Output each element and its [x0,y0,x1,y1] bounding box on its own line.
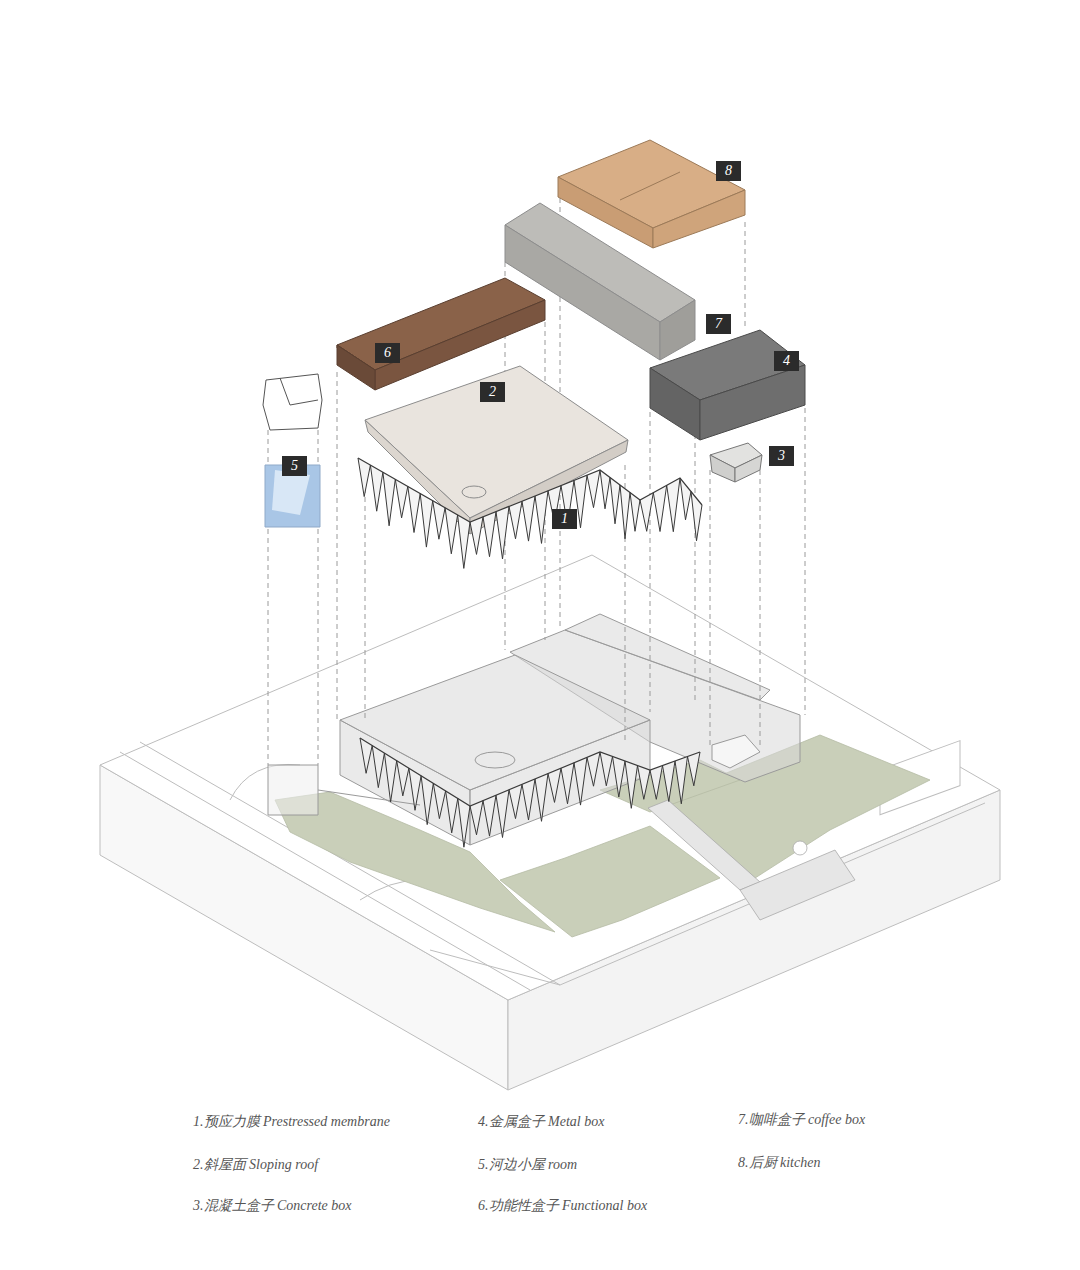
building-ghost-shape [712,735,760,768]
coffee-box-shape [660,300,695,360]
kitchen-box-shape [653,190,745,248]
site-base-shape [430,950,560,985]
dashed-guides-shape [365,470,366,720]
functional-box-shape [337,345,375,390]
key-text: 5.河边小屋 room [478,1156,577,1174]
dashed-guides-shape [745,222,746,330]
room-wireframe-shape [280,378,318,405]
callout-number: 8 [716,161,741,181]
coffee-box-shape [505,225,660,360]
membrane-ground-shape [360,738,700,847]
room-wireframe-shape [263,374,322,430]
dashed-guides-shape [337,372,338,720]
concrete-box [710,443,762,482]
key-text: 8.后厨 kitchen [738,1154,820,1172]
coffee-box [505,203,695,360]
functional-box-shape [375,300,545,390]
site-base-shape [100,555,1000,1000]
kitchen-box-shape [620,172,680,200]
room-wireframe [263,374,322,527]
prestressed-membrane-shape [358,458,702,568]
callout-number: 7 [706,314,731,334]
callout-number: 3 [769,446,794,466]
callout-number: 4 [774,351,799,371]
metal-box [650,330,805,440]
metal-box-shape [700,365,805,440]
path-strip-shape [648,800,760,890]
callout-number: 5 [282,456,307,476]
key-text: 4.金属盒子 Metal box [478,1113,604,1131]
key-text: 3.混凝土盒子 Concrete box [193,1197,352,1215]
dashed-guides-shape [650,412,651,712]
building-ghost-shape [268,765,318,815]
dashed-guides-shape [805,408,806,715]
dashed-guides-shape [760,470,761,745]
prestressed-membrane-shape [358,458,702,568]
membrane-ground [360,738,700,847]
concrete-box-shape [735,455,762,482]
membrane-ground-shape [360,738,700,806]
dashed-guides-shape [710,470,711,745]
key-text: 6.功能性盒子 Functional box [478,1197,647,1215]
sloping-roof-shape [462,486,486,498]
callout-number: 6 [375,343,400,363]
sloping-roof [365,366,628,534]
key-text: 7.咖啡盒子 coffee box [738,1111,865,1129]
building-ghost-shape [318,790,420,805]
building-ghost-shape [475,752,515,768]
room-wireframe-shape [272,470,310,515]
path-strip-shape [793,841,807,855]
building-ghost-shape [565,614,770,700]
callout-number: 2 [480,382,505,402]
building-ghost [268,614,800,845]
site-base [100,555,1000,1090]
membrane-ground-shape [360,738,700,847]
path-strip-shape [740,850,855,920]
key-text: 2.斜屋面 Sloping roof [193,1156,318,1174]
prestressed-membrane [358,458,702,568]
metal-box-shape [650,368,700,440]
concrete-box-shape [710,455,735,482]
functional-box [337,278,545,390]
callout-number: 1 [552,509,577,529]
key-text: 1.预应力膜 Prestressed membrane [193,1113,390,1131]
prestressed-membrane-shape [358,458,702,522]
path-strip [648,800,855,920]
dashed-guides [268,198,805,765]
